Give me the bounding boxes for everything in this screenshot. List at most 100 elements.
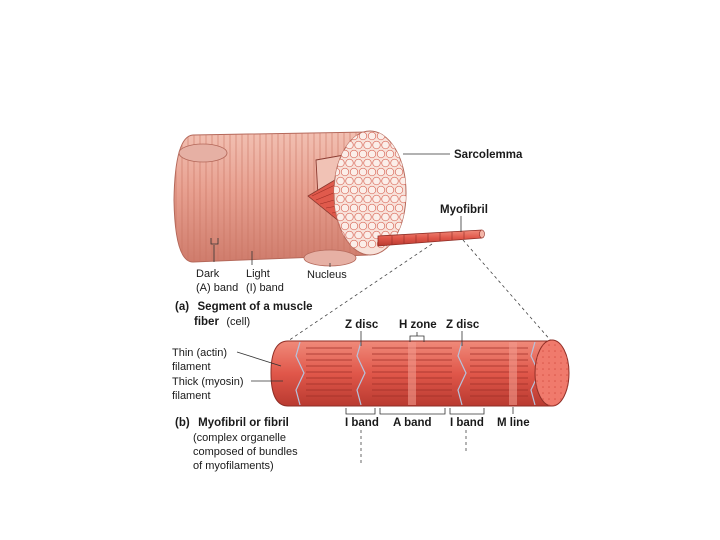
myofibril-cross-section bbox=[376, 203, 386, 213]
myofibril-cross-section bbox=[354, 158, 363, 168]
myofibril-cross-section bbox=[390, 212, 399, 222]
label-dark-band-sub: (A) band bbox=[196, 282, 238, 294]
myofibril-cross-section bbox=[349, 221, 359, 231]
myofibril-cross-section bbox=[385, 221, 395, 231]
caption-b-line-3: composed of bundles bbox=[193, 446, 298, 458]
label-m-line: M line bbox=[497, 417, 530, 429]
label-light-band: Light bbox=[246, 268, 270, 280]
myofibril-cross-section bbox=[336, 212, 345, 222]
h-zone-band bbox=[408, 342, 416, 405]
myofibril-cross-section bbox=[372, 140, 381, 150]
myofibril-cross-section bbox=[394, 185, 404, 195]
myofibril-enlarged bbox=[270, 339, 570, 407]
myofibril-cross-section bbox=[336, 176, 345, 186]
myofibril-cross-section bbox=[390, 176, 399, 186]
myofibril-cross-section bbox=[372, 158, 381, 168]
myofibril-cross-section bbox=[349, 185, 359, 195]
myofibril-cross-section bbox=[385, 185, 395, 195]
z-disc-line bbox=[457, 341, 467, 406]
muscle-fiber-segment bbox=[173, 130, 485, 267]
myofibril-cross-section bbox=[376, 149, 386, 159]
myofibril-cross-section bbox=[399, 194, 406, 204]
myofibril-cross-section bbox=[354, 212, 363, 222]
myofibril-cross-section bbox=[381, 212, 390, 222]
myofibril-cross-section bbox=[363, 176, 372, 186]
nucleus-bulge bbox=[178, 143, 228, 163]
myofibril-cross-section bbox=[390, 158, 399, 168]
caption-b-line-4: of myofilaments) bbox=[193, 460, 274, 472]
myofibril-cross-section bbox=[349, 239, 359, 249]
myofibril-cross-section bbox=[372, 212, 381, 222]
myofibril-cross-section bbox=[358, 167, 368, 177]
label-myofibril: Myofibril bbox=[440, 204, 488, 216]
myofibril-cross-section bbox=[358, 203, 368, 213]
myofibril-cross-section bbox=[345, 212, 354, 222]
label-thick-filament-sub: filament bbox=[172, 390, 211, 402]
myofibril-cross-section bbox=[358, 131, 368, 141]
myofibril-cross-section bbox=[340, 167, 350, 177]
myofibril-cross-section bbox=[363, 140, 372, 150]
label-z-disc-left: Z disc bbox=[345, 319, 379, 331]
label-thick-filament: Thick (myosin) bbox=[172, 376, 244, 388]
myofibril-cross-section bbox=[394, 149, 404, 159]
myofibril-cross-section bbox=[394, 167, 404, 177]
myofibril-cross-section bbox=[340, 203, 350, 213]
myofibril-cross-section bbox=[381, 140, 390, 150]
myofibril-cross-section bbox=[385, 149, 395, 159]
myofibril-cross-section bbox=[381, 158, 390, 168]
myofibril-cross-section bbox=[372, 176, 381, 186]
myofibril-cross-section bbox=[372, 194, 381, 204]
myofibril-cross-section bbox=[349, 149, 359, 159]
myofibril-cross-section bbox=[367, 131, 377, 141]
label-thin-filament-sub: filament bbox=[172, 361, 211, 373]
caption-b-line-1: (b) Myofibril or fibril bbox=[175, 413, 289, 430]
myofibril-cross-section bbox=[349, 167, 359, 177]
myofibril-cross-section bbox=[336, 194, 345, 204]
myofibril-cross-section bbox=[358, 221, 368, 231]
label-dark-band: Dark bbox=[196, 268, 220, 280]
label-i-band-left: I band bbox=[345, 417, 379, 429]
myofibril-cross-section bbox=[354, 230, 363, 240]
myofibril-cross-section bbox=[367, 167, 377, 177]
myofibril-cross-section bbox=[363, 230, 372, 240]
myofibril-cross-section bbox=[345, 176, 354, 186]
myofibril-cross-section bbox=[385, 203, 395, 213]
label-thin-filament: Thin (actin) bbox=[172, 347, 227, 359]
myofibril-cross-section bbox=[381, 176, 390, 186]
caption-b-line-2: (complex organelle bbox=[193, 432, 286, 444]
myofibril-cross-section bbox=[349, 203, 359, 213]
myofibril-cross-section bbox=[345, 194, 354, 204]
caption-a-line-2: fiber (cell) bbox=[194, 312, 250, 329]
myofibril-cross-section bbox=[376, 221, 386, 231]
myofibril-cross-section bbox=[385, 167, 395, 177]
label-a-band: A band bbox=[393, 417, 432, 429]
myofibril-cross-section bbox=[376, 167, 386, 177]
myofibril-cross-section bbox=[367, 203, 377, 213]
myofibril-cross-section bbox=[363, 158, 372, 168]
a-band-bracket bbox=[379, 408, 446, 415]
i-band-left-bracket bbox=[345, 408, 376, 415]
sarcomere-striations bbox=[295, 341, 540, 406]
myofibril-cross-section bbox=[381, 194, 390, 204]
myofibril-cross-section bbox=[345, 158, 354, 168]
caption-a-line-1: (a) Segment of a muscle bbox=[175, 297, 313, 314]
myofibril-cross-section bbox=[394, 131, 404, 141]
label-light-band-sub: (I) band bbox=[246, 282, 284, 294]
myofibril-cross-section bbox=[345, 230, 354, 240]
label-z-disc-right: Z disc bbox=[446, 319, 480, 331]
h-zone-band bbox=[509, 342, 517, 405]
myofibril-cross-section bbox=[358, 185, 368, 195]
myofibril-cross-section bbox=[358, 149, 368, 159]
myofibril-cross-section bbox=[367, 221, 377, 231]
myofibril-cross-section bbox=[399, 176, 406, 186]
myofibril-cross-section bbox=[354, 194, 363, 204]
z-disc-line bbox=[295, 341, 305, 406]
myofibril-cross-section bbox=[363, 194, 372, 204]
myofibril-cross-section bbox=[340, 185, 350, 195]
myofibril-cross-section bbox=[376, 185, 386, 195]
myofibril-cross-section bbox=[367, 239, 377, 249]
myofibril-cross-section bbox=[394, 203, 404, 213]
myofibril-cross-section bbox=[390, 194, 399, 204]
myofibril-cross-section bbox=[354, 176, 363, 186]
